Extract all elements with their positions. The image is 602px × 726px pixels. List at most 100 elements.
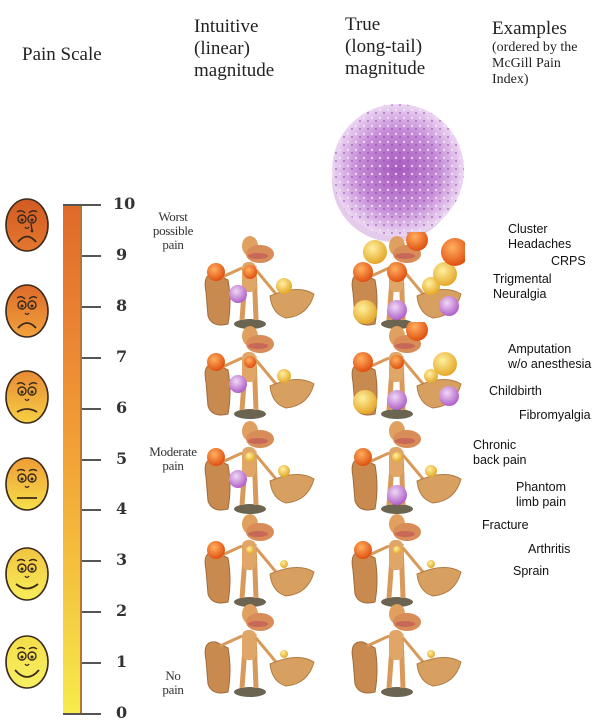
example-line: w/o anesthesia (508, 357, 592, 371)
pain-orb-red (207, 541, 225, 559)
pain-orb-yellow (277, 369, 291, 383)
homunculus-figure (204, 604, 315, 697)
pain-orb-red (207, 263, 225, 281)
pain-orb-red (354, 448, 372, 466)
pain-orb-yellow (280, 650, 288, 658)
pain-orb-purple (387, 485, 407, 505)
intuitive-figure-level-3 (204, 421, 315, 514)
pain-orb-purple (439, 386, 459, 406)
tick-mark (82, 611, 101, 614)
pain-scale-bar (63, 204, 82, 715)
example-line: Cluster (508, 222, 548, 236)
tick-label: 5 (116, 448, 128, 468)
pain-orb-yellow (353, 300, 377, 324)
tick-label: 9 (116, 244, 128, 264)
pain-orb-yellow (433, 352, 457, 376)
pain-orb-red (207, 353, 225, 371)
example-line: back pain (473, 453, 527, 467)
examples-subtitle-line: Index) (492, 72, 529, 87)
true-figure-level-1 (351, 604, 462, 697)
anchor-line: pain (162, 237, 184, 252)
pain-orb-yellow (427, 650, 435, 658)
pain-orb-torso (387, 262, 407, 282)
anchor-line: pain (162, 682, 184, 697)
pain-orb-torso (390, 355, 404, 369)
pain-orb-torso (393, 546, 401, 554)
pain-orb-purple (229, 285, 247, 303)
tick-mark (82, 662, 101, 665)
example-line: limb pain (516, 495, 567, 509)
example-line: Phantom (516, 480, 567, 494)
examples-header: Examples (ordered by the McGill Pain Ind… (492, 18, 578, 88)
anchor-line: Worst (158, 209, 188, 224)
example-arthritis: Arthritis (528, 542, 570, 557)
homunculus-figure (351, 421, 462, 514)
tick-mark (63, 713, 101, 715)
intuitive-figure-level-2 (204, 514, 315, 607)
face-icon-smile (5, 547, 49, 601)
example-line: Neuralgia (493, 287, 547, 301)
pain-orb-purple (229, 470, 247, 488)
anchor-line: Moderate (149, 444, 197, 459)
giant-purple-orb (332, 104, 464, 242)
pain-orb-red (406, 322, 428, 341)
tick-mark (82, 356, 101, 359)
orb-texture (332, 104, 464, 236)
pain-orb-purple (229, 375, 247, 393)
pain-orb-yellow (427, 560, 435, 568)
tick-label: 7 (116, 346, 128, 366)
header-line: True (345, 14, 381, 35)
pain-orb-yellow (424, 369, 438, 383)
tick-mark (82, 560, 101, 563)
anchor-line: No (165, 668, 181, 683)
examples-subtitle-line: McGill Pain (492, 56, 561, 71)
tick-mark (82, 509, 101, 512)
pain-orb-yellow (278, 465, 290, 477)
example-line: Trigmental (493, 272, 552, 286)
tick-label: 10 (113, 194, 136, 213)
pain-orb-red (353, 352, 373, 372)
header-line: magnitude (345, 58, 426, 79)
face-icon-crying (5, 198, 49, 252)
true-magnitude-header: True (long-tail) magnitude (345, 14, 425, 80)
example-line: Sprain (513, 564, 550, 578)
header-line: (long-tail) (345, 36, 423, 57)
true-figure-level-3 (351, 421, 462, 514)
face-icon-neutral (5, 457, 49, 511)
face-icon-big-smile (5, 635, 49, 689)
examples-subtitle-line: (ordered by the (492, 40, 578, 55)
pain-orb-torso (246, 546, 254, 554)
pain-orb-yellow (353, 390, 377, 414)
tick-mark (82, 407, 101, 410)
anchor-moderate-pain: Moderate pain (145, 445, 201, 473)
pain-orb-torso (243, 265, 257, 279)
header-line: magnitude (194, 60, 275, 81)
tick-label: 2 (116, 601, 128, 621)
tick-label: 8 (116, 295, 128, 315)
tick-label: 0 (116, 703, 128, 722)
intuitive-figure-level-1 (204, 604, 315, 697)
pain-orb-purple (387, 390, 407, 410)
example-fibromyalgia: Fibromyalgia (519, 408, 591, 423)
example-line: Headaches (508, 237, 572, 251)
anchor-worst-pain: Worst possible pain (150, 210, 196, 252)
pain-orb-yellow (276, 278, 292, 294)
true-figure-level-4 (351, 322, 462, 419)
examples-title: Examples (492, 18, 567, 39)
example-line: Chronic (473, 438, 517, 452)
pain-orb-red (406, 232, 428, 251)
face-icon-very-sad (5, 284, 49, 338)
homunculus-figure (204, 236, 315, 329)
pain-orb-purple (439, 296, 459, 316)
pain-scale-header: Pain Scale (22, 44, 102, 65)
example-crps: CRPS (551, 254, 586, 269)
tick-label: 3 (116, 550, 128, 570)
pain-orb-red (441, 238, 465, 266)
tick-mark (82, 458, 101, 461)
example-childbirth: Childbirth (489, 384, 542, 399)
example-fracture: Fracture (482, 518, 529, 533)
